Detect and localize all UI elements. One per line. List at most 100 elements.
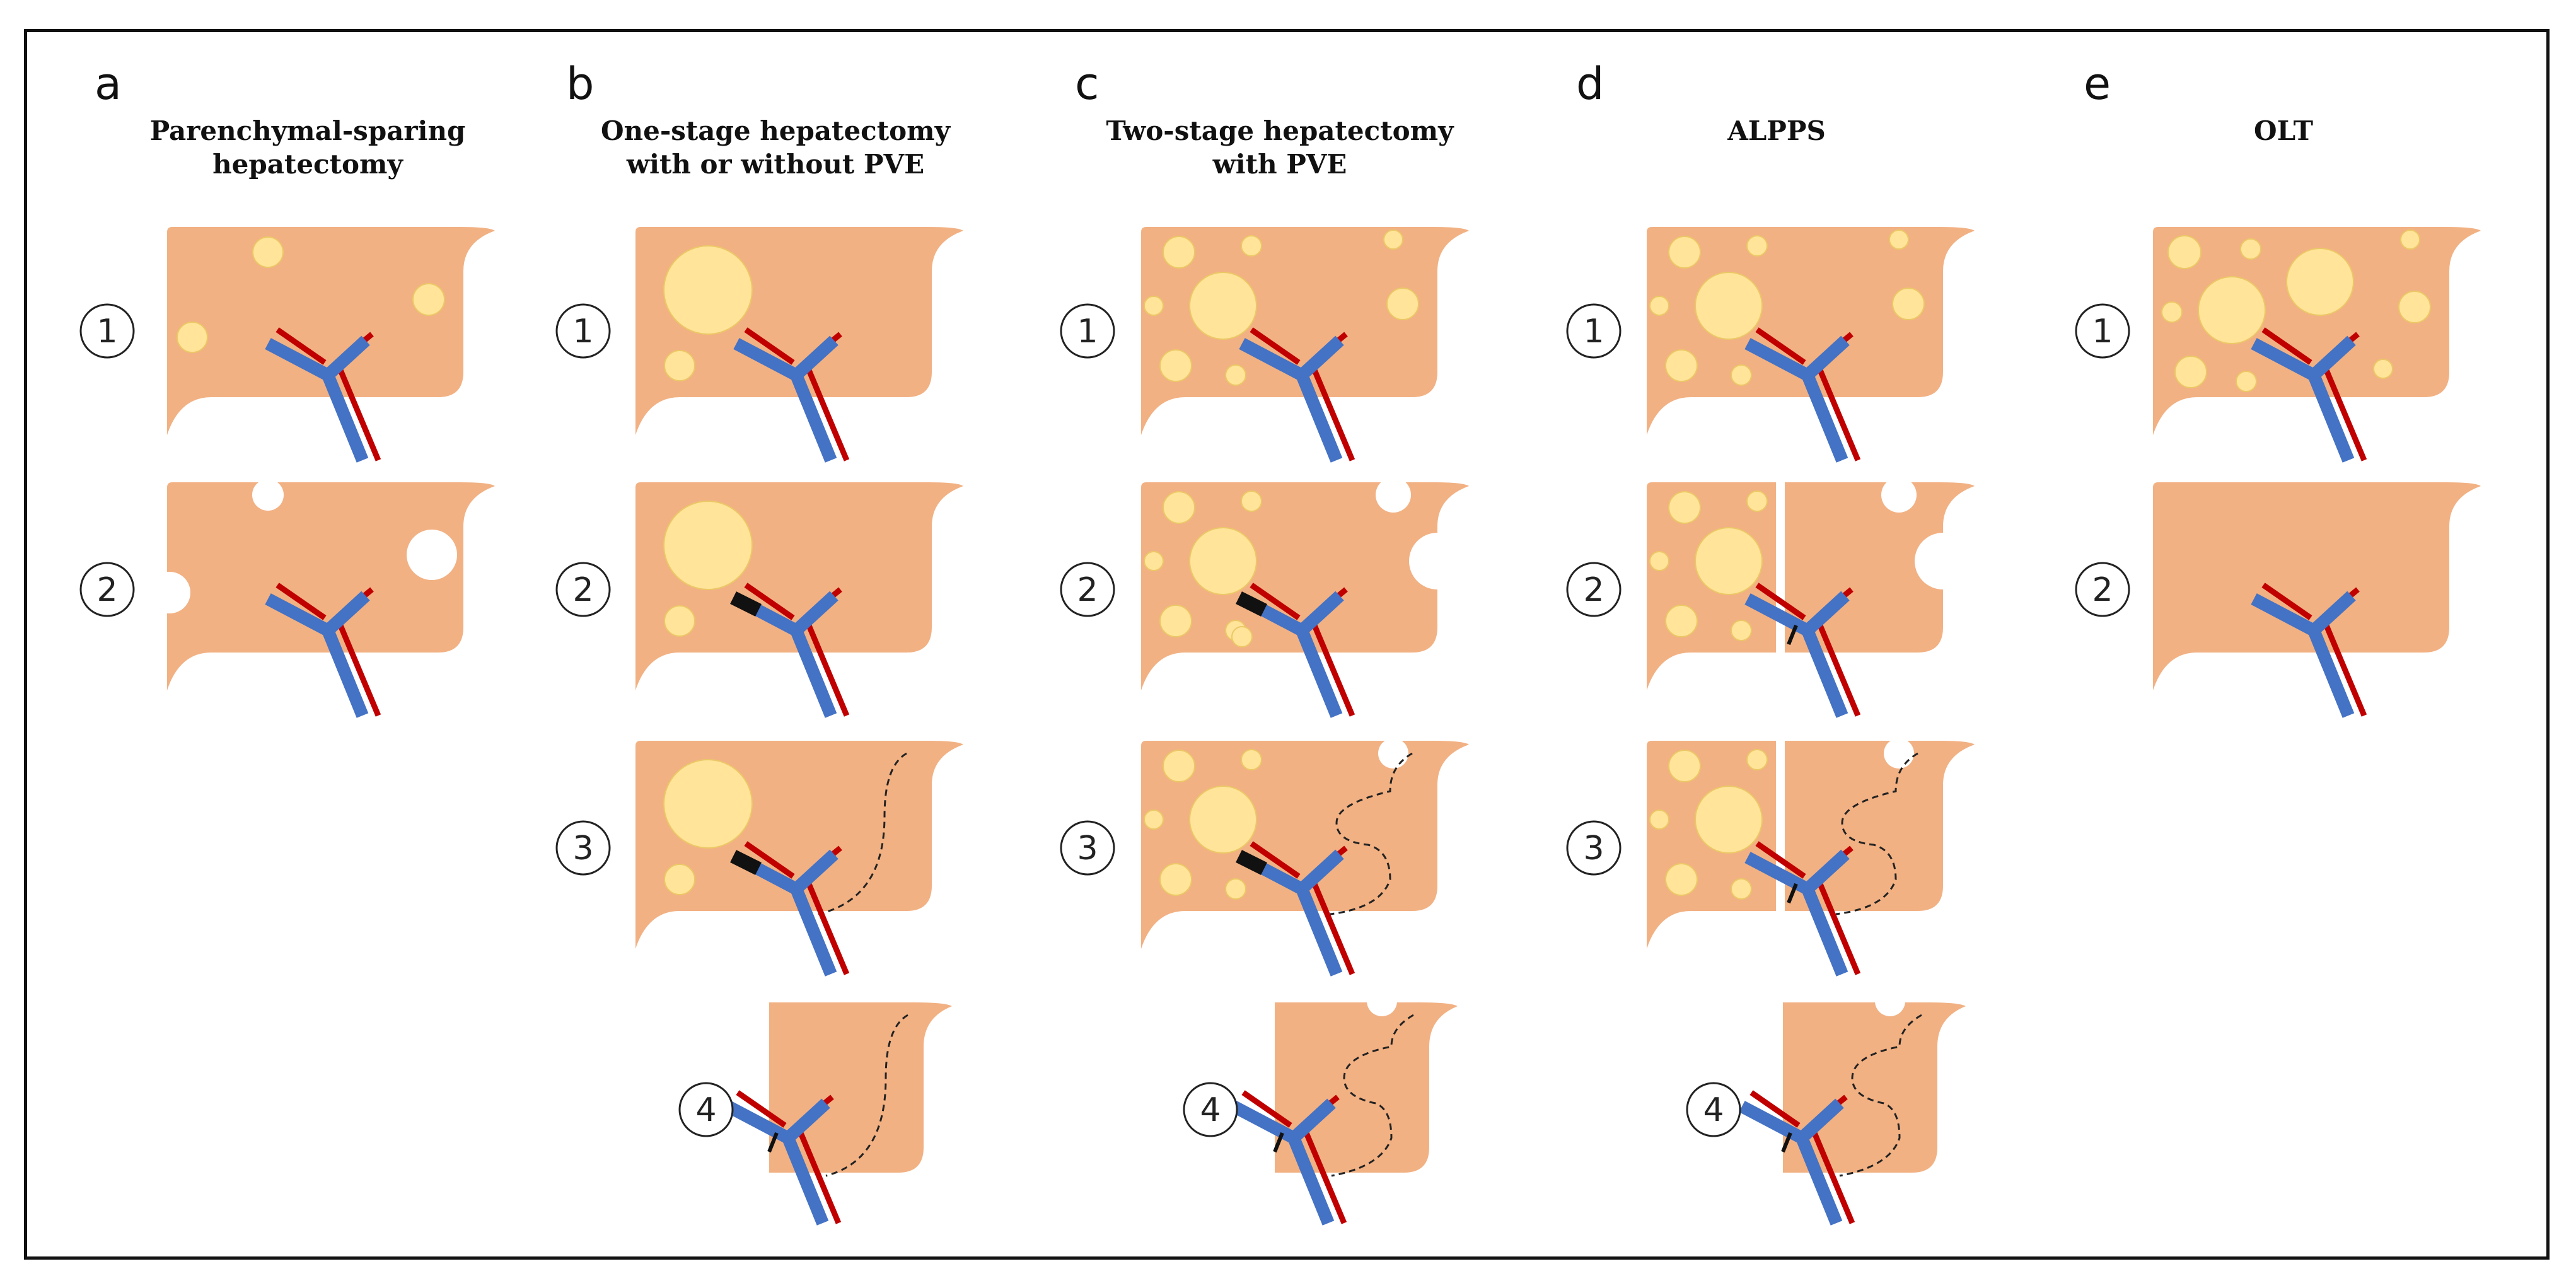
main-portal-vein [322, 628, 369, 718]
hepatic-artery [1814, 361, 1861, 461]
main-portal-vein [1801, 886, 1848, 977]
hepatic-artery [334, 361, 381, 461]
portal-vein-left-branch [725, 1101, 791, 1144]
step-number-circle [1060, 303, 1115, 359]
artery-left-branch [2261, 327, 2312, 365]
step-number-label: 2 [2092, 571, 2113, 609]
portal-vein-right-branch [792, 335, 838, 380]
hepatic-artery [2320, 361, 2367, 461]
portal-vein-right-branch [1803, 849, 1850, 894]
future-resection-line [1331, 1014, 1414, 1177]
panel-letter-b: b [566, 58, 594, 110]
step-number-circle [1183, 1082, 1238, 1137]
portal-vein-right-branch [1797, 1098, 1844, 1143]
tumor [1649, 296, 1669, 316]
artery-left-branch [1755, 327, 1806, 365]
step-number-circle [555, 562, 611, 617]
main-portal-vein [1296, 373, 1343, 463]
portal-vein-right-branch [323, 591, 370, 635]
step-number-circle [2075, 303, 2130, 359]
main-portal-vein [1296, 628, 1343, 718]
step-number-circle [1060, 562, 1115, 617]
future-resection-line [1835, 752, 1918, 915]
hepatic-artery [334, 617, 381, 717]
step-number-circle [555, 303, 611, 359]
portal-vein-left-branch [1744, 338, 1811, 381]
tumor [664, 864, 695, 895]
panel-letter-d: d [1576, 58, 1604, 110]
portal-vein-left-branch [1739, 1101, 1805, 1144]
main-portal-vein [1287, 1135, 1335, 1226]
figure-frame [24, 29, 2550, 1260]
panel-d-header: d ALPPS [1576, 58, 1826, 146]
portal-vein-right-branch [1803, 335, 1850, 380]
panel-e-header: e OLT [2084, 58, 2313, 146]
hepatic-artery [1814, 875, 1861, 975]
tumor [1746, 749, 1768, 770]
future-resection-line [1330, 752, 1413, 915]
tumor [1665, 863, 1698, 896]
liver-remnant [1275, 1002, 1458, 1173]
hepatic-artery [803, 875, 850, 975]
resection-site [1881, 477, 1917, 513]
parenchymal-transection [1776, 482, 1785, 659]
tumor [1668, 491, 1701, 524]
hepatic-artery [1808, 1124, 1855, 1224]
tumor [2398, 291, 2431, 323]
main-portal-vein [782, 1135, 829, 1226]
artery-left-branch [276, 583, 327, 620]
liver-c2 [1141, 477, 1469, 718]
resection-site [1875, 986, 1905, 1016]
tumor [1189, 786, 1257, 854]
tumor [1225, 878, 1246, 900]
artery-left-branch [744, 841, 795, 879]
tumor [2400, 229, 2420, 250]
tumor [412, 283, 445, 316]
liver-d2 [1647, 477, 1975, 718]
tumor [1386, 287, 1419, 320]
main-portal-vein [1296, 886, 1343, 977]
resection-site [1884, 738, 1914, 769]
tumor [1731, 620, 1752, 641]
step-number-label: 2 [572, 571, 593, 609]
liver-parenchyma [167, 227, 495, 435]
tumor [1668, 236, 1701, 269]
portal-vein-ligation [1787, 624, 1798, 646]
step-number-label: 1 [96, 313, 117, 351]
tumor [663, 245, 753, 335]
tumor [663, 501, 753, 590]
portal-vein-left-branch [265, 593, 331, 636]
liver-parenchyma [2153, 482, 2481, 690]
portal-vein-left-branch [1239, 338, 1305, 381]
liver-parenchyma [167, 482, 495, 690]
tumor [1892, 287, 1925, 320]
remnant-liver-d4 [1739, 986, 1966, 1226]
liver-e2 [2153, 482, 2481, 718]
tumor [1383, 229, 1403, 250]
main-portal-vein [1801, 628, 1848, 718]
panel-letter-e: e [2084, 58, 2111, 110]
tumor [1649, 809, 1669, 830]
panel-a-header: a Parenchymal-sparing hepatectomy [95, 58, 465, 180]
panel-letter-c: c [1075, 58, 1099, 110]
tumor [2198, 276, 2266, 344]
tumor [1746, 235, 1768, 257]
step-number-label: 1 [1583, 313, 1604, 351]
tumor [1144, 809, 1164, 830]
step-number-circle [2075, 562, 2130, 617]
main-portal-vein [1801, 373, 1848, 463]
hepatic-artery [1308, 361, 1355, 461]
portal-vein-left-branch [733, 338, 799, 381]
panel-title-c-line2: with PVE [1212, 149, 1347, 180]
portal-vein-ligation [1787, 883, 1798, 904]
artery-left-branch [1749, 1090, 1801, 1128]
hepatic-artery [794, 1124, 842, 1224]
portal-vein-right-branch [1297, 849, 1344, 894]
panel-title-a-line2: hepatectomy [212, 149, 403, 180]
panel-b-header: b One-stage hepatectomy with or without … [566, 58, 951, 180]
resection-site [407, 530, 457, 580]
liver-a2 [149, 479, 495, 718]
artery-left-branch [736, 1090, 787, 1128]
step-number-label: 4 [695, 1091, 716, 1129]
